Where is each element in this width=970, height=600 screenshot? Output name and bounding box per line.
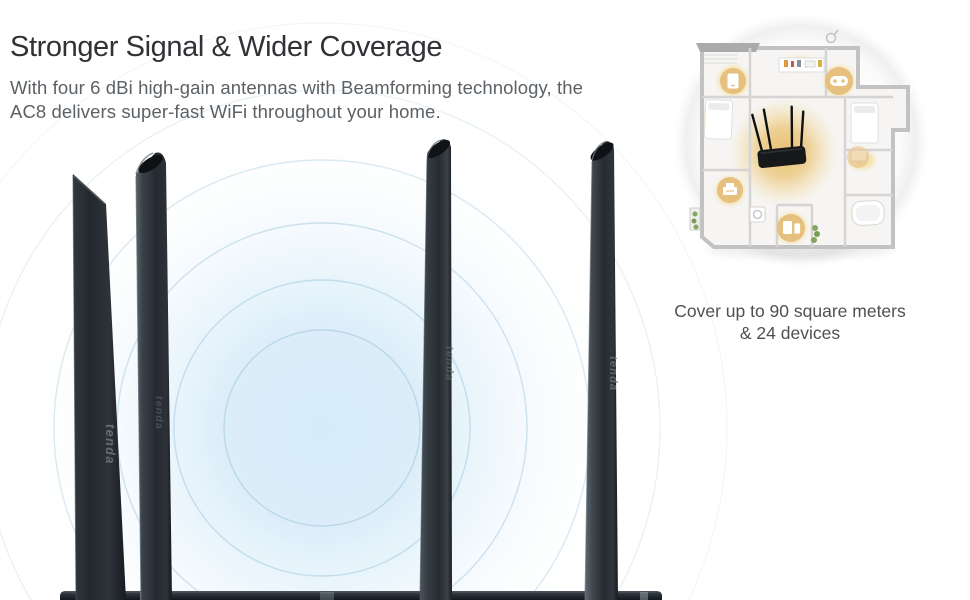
antenna-3: tenda [419,139,455,600]
ripple-ring [0,89,661,600]
furniture [689,54,885,243]
coverage-caption: Cover up to 90 square meters & 24 device… [640,300,940,344]
kitchen-counter [778,57,825,73]
antennas: tenda tenda tenda [72,139,619,600]
coverage-line-2: & 24 devices [739,323,841,343]
ripple-ring [173,279,471,577]
decorative-circle-icon [825,29,839,44]
router-antennas [751,105,805,154]
antenna-tip-edge [72,174,106,205]
closet-shelves [704,54,737,64]
outer-walls [700,46,910,249]
tv-icon [847,146,869,168]
bathtub [851,200,885,226]
antenna-1: tenda [72,174,126,600]
floorplan-illustration [673,13,929,269]
page-title: Stronger Signal & Wider Coverage [10,31,443,63]
antenna-4: tenda [584,141,619,600]
antenna-tip-face [138,154,163,174]
tenda-logo-1: tenda [103,424,117,465]
signal-glow [22,128,622,600]
printer-icon [717,177,743,203]
router-icon [751,105,807,169]
tenda-logo-2: tenda [153,396,165,430]
antenna-2: tenda [135,152,172,600]
router-body-edge [60,591,662,600]
ripple-ring [223,329,421,527]
plant [811,225,820,243]
ripple-ring [0,22,728,600]
laptop-and-phone-icon [777,214,805,242]
tablet-icon [720,68,746,94]
washing-machine [749,206,766,223]
bed-right [850,102,879,144]
tenda-logo-4: tenda [607,356,619,391]
subtitle-line-1: With four 6 dBi high-gain antennas with … [10,77,583,98]
router-body [757,145,807,169]
bed-left [703,99,734,140]
subtitle-line-2: AC8 delivers super-fast WiFi throughout … [10,100,441,122]
game-controller-icon [825,67,853,95]
coverage-line-1: Cover up to 90 square meters [674,301,906,321]
roof-overhang [696,43,760,52]
antenna-tip-face [426,139,451,159]
antenna-tip-face [590,142,614,161]
device-badges [717,67,869,242]
balcony-plants [689,207,701,231]
header-copy: Stronger Signal & Wider Coverage With fo… [10,30,650,123]
tenda-logo-3: tenda [443,346,455,381]
